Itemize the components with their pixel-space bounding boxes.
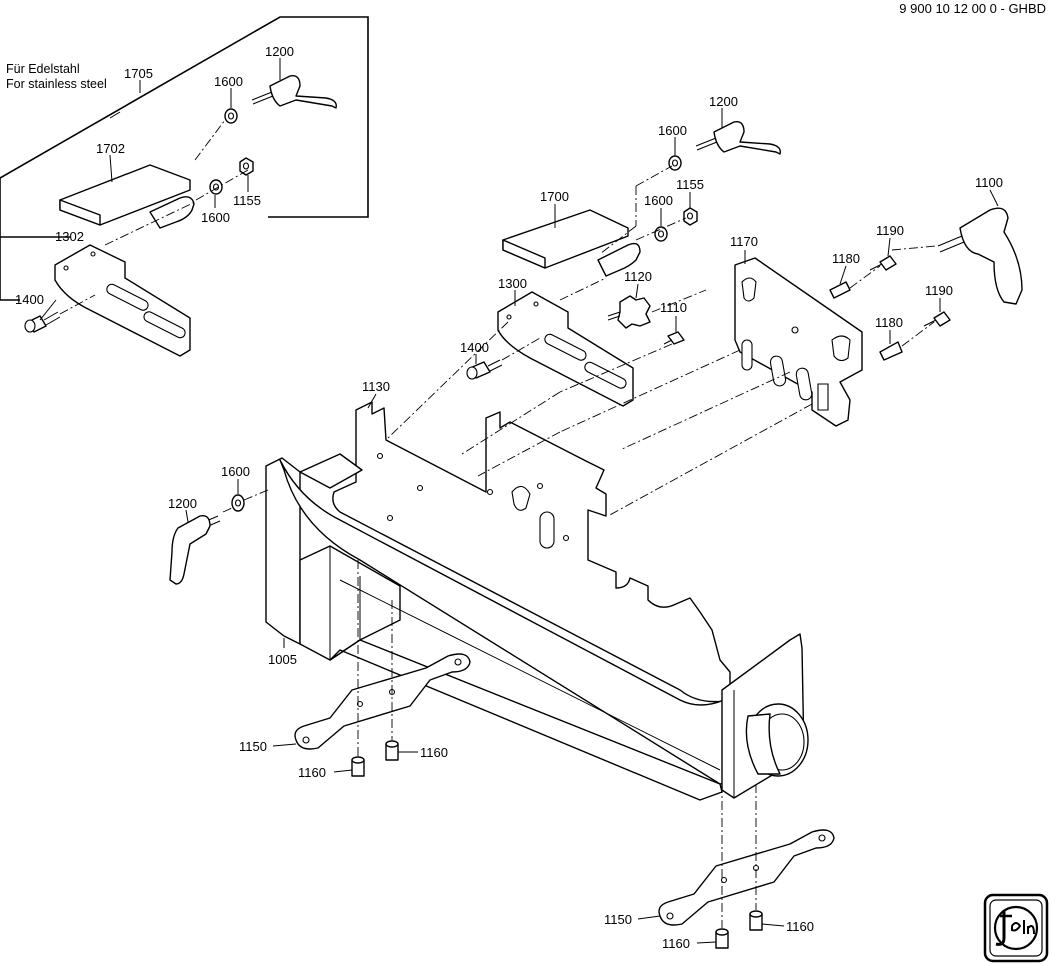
variant-note-line2: For stainless steel	[6, 77, 107, 91]
label-1180-b: 1180	[875, 315, 903, 330]
part-1170-plate	[734, 257, 863, 427]
part-1600-washer-left	[231, 494, 245, 512]
label-1005: 1005	[268, 652, 297, 667]
part-1120-star-knob	[607, 295, 651, 329]
label-1700: 1700	[540, 189, 569, 204]
part-1180-pin-a	[829, 281, 851, 299]
part-1160-screw-a2	[385, 740, 399, 761]
label-1160-a1: 1160	[298, 765, 326, 780]
label-1200-inset: 1200	[265, 44, 294, 59]
stainless-steel-inset: Für Edelstahl For stainless steel	[0, 16, 369, 357]
part-1150-foot-a	[294, 653, 471, 750]
part-1200-lever-inset	[251, 75, 337, 109]
part-1190-screw-a	[869, 255, 897, 271]
part-1600-washer-inset-a	[224, 108, 238, 124]
label-1400-mid: 1400	[460, 340, 489, 355]
part-1155-nut-inset	[239, 157, 254, 176]
part-1200-lever-left	[169, 515, 221, 585]
label-1600-left: 1600	[221, 464, 250, 479]
part-1702-rest-plate	[59, 164, 196, 246]
part-labels: 1705 1200 1600 1702 1155 1600 1302 1400 …	[15, 44, 1003, 951]
label-1600-inset-a: 1600	[214, 74, 243, 89]
label-1160-b1: 1160	[662, 936, 690, 951]
label-1110: 1110	[660, 300, 687, 315]
label-1302: 1302	[55, 229, 84, 244]
part-1155-nut-top	[683, 207, 698, 226]
assembly-lines	[222, 165, 937, 928]
label-1400-inset: 1400	[15, 292, 44, 307]
part-1180-pin-b	[879, 341, 903, 361]
label-1170: 1170	[730, 234, 758, 249]
label-1600-mid: 1600	[644, 193, 673, 208]
label-1190-b: 1190	[925, 283, 953, 298]
part-1160-screw-b2	[749, 910, 763, 931]
label-1702: 1702	[96, 141, 125, 156]
part-1160-screw-a1	[351, 756, 365, 777]
part-1100-lever	[937, 207, 1023, 305]
label-1600-inset-b: 1600	[201, 210, 230, 225]
part-1200-lever-top	[695, 121, 781, 155]
leader-lines	[39, 58, 999, 944]
part-1300-bracket	[497, 291, 634, 407]
label-1705: 1705	[124, 66, 153, 81]
label-1155-inset: 1155	[233, 193, 261, 208]
part-1400-screw-inset	[24, 294, 96, 333]
label-1600-top: 1600	[658, 123, 687, 138]
label-1180-a: 1180	[832, 251, 860, 266]
label-1200-left: 1200	[168, 496, 197, 511]
inset-bracket-frame	[0, 16, 369, 301]
fein-logo	[983, 893, 1049, 963]
label-1160-b2: 1160	[786, 919, 814, 934]
part-1302-bracket	[54, 244, 191, 357]
part-1190-screw-b	[923, 311, 951, 327]
part-1160-screw-b1	[715, 928, 729, 949]
label-1200-top: 1200	[709, 94, 738, 109]
label-1150-b: 1150	[604, 912, 632, 927]
label-1120: 1120	[624, 269, 652, 284]
part-1110-screw	[663, 331, 685, 345]
part-1600-washer-mid	[654, 226, 668, 242]
part-1400-screw-mid	[466, 359, 503, 380]
part-1150-foot-b	[658, 829, 835, 926]
label-1150-a: 1150	[239, 739, 267, 754]
part-1600-washer-top	[668, 155, 682, 171]
label-1300: 1300	[498, 276, 527, 291]
label-1155-top: 1155	[676, 177, 704, 192]
label-1160-a2: 1160	[420, 745, 448, 760]
label-1100: 1100	[975, 175, 1003, 190]
label-1190-a: 1190	[876, 223, 904, 238]
part-1600-washer-inset-b	[209, 179, 223, 195]
label-1130: 1130	[362, 379, 390, 394]
part-1700-rest-plate	[502, 209, 641, 277]
document-id: 9 900 10 12 00 0 - GHBD	[899, 1, 1046, 16]
variant-note-line1: Für Edelstahl	[6, 62, 80, 76]
part-1130-main-frame	[332, 401, 731, 703]
